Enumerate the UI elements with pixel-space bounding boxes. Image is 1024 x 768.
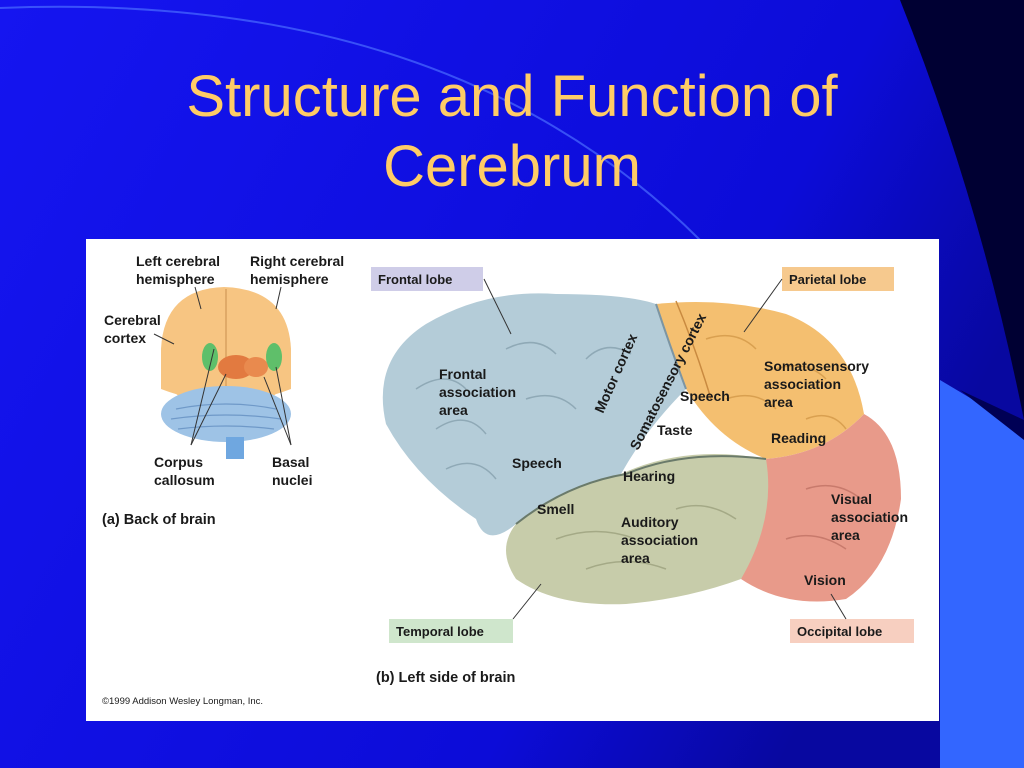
title-line-2: Cerebrum	[383, 134, 641, 199]
auditory-3: area	[621, 550, 650, 566]
somato-assoc-3: area	[764, 394, 793, 410]
somato-assoc-2: association	[764, 376, 841, 392]
frontal-assoc-2: association	[439, 384, 516, 400]
label-right-hemisphere-2: hemisphere	[250, 271, 329, 287]
frontal-lobe-tag: Frontal lobe	[371, 267, 483, 291]
label-cerebral-cortex-1: Cerebral	[104, 312, 161, 328]
parietal-lobe-label: Parietal lobe	[789, 272, 866, 287]
auditory-1: Auditory	[621, 514, 679, 530]
back-of-brain-illustration	[161, 287, 291, 459]
label-cerebral-cortex-2: cortex	[104, 330, 146, 346]
label-right-hemisphere-1: Right cerebral	[250, 253, 344, 269]
parietal-lobe-tag: Parietal lobe	[782, 267, 894, 291]
speech-parietal-label: Speech	[680, 388, 730, 404]
back-of-brain-leaders	[153, 286, 292, 446]
caption-back-of-brain: (a) Back of brain	[102, 512, 216, 528]
speech-frontal-label: Speech	[512, 455, 562, 471]
visual-3: area	[831, 527, 860, 543]
occipital-lobe-tag: Occipital lobe	[790, 619, 914, 643]
label-basal-nuclei-2: nuclei	[272, 472, 312, 488]
vision-label: Vision	[804, 572, 846, 588]
caption-left-side-of-brain: (b) Left side of brain	[376, 670, 515, 686]
label-left-hemisphere-2: hemisphere	[136, 271, 215, 287]
hearing-label: Hearing	[623, 468, 675, 484]
slide-title: Structure and Function of Cerebrum	[0, 62, 1024, 202]
title-line-1: Structure and Function of	[186, 64, 838, 129]
frontal-lobe-label: Frontal lobe	[378, 272, 452, 287]
somato-assoc-1: Somatosensory	[764, 358, 869, 374]
occipital-lobe-label: Occipital lobe	[797, 624, 882, 639]
brain-figure: Left cerebral hemisphere Right cerebral …	[86, 239, 939, 721]
auditory-2: association	[621, 532, 698, 548]
copyright-text: ©1999 Addison Wesley Longman, Inc.	[102, 696, 263, 707]
frontal-assoc-1: Frontal	[439, 366, 486, 382]
label-basal-nuclei-1: Basal	[272, 454, 309, 470]
label-corpus-callosum-2: callosum	[154, 472, 215, 488]
label-left-hemisphere-1: Left cerebral	[136, 253, 220, 269]
temporal-lobe-label: Temporal lobe	[396, 624, 484, 639]
left-side-brain-illustration	[382, 293, 901, 605]
smell-label: Smell	[537, 501, 574, 517]
visual-2: association	[831, 509, 908, 525]
label-corpus-callosum-1: Corpus	[154, 454, 203, 470]
visual-1: Visual	[831, 491, 872, 507]
frontal-assoc-3: area	[439, 402, 468, 418]
temporal-lobe-tag: Temporal lobe	[389, 619, 513, 643]
taste-label: Taste	[657, 422, 693, 438]
reading-label: Reading	[771, 430, 826, 446]
